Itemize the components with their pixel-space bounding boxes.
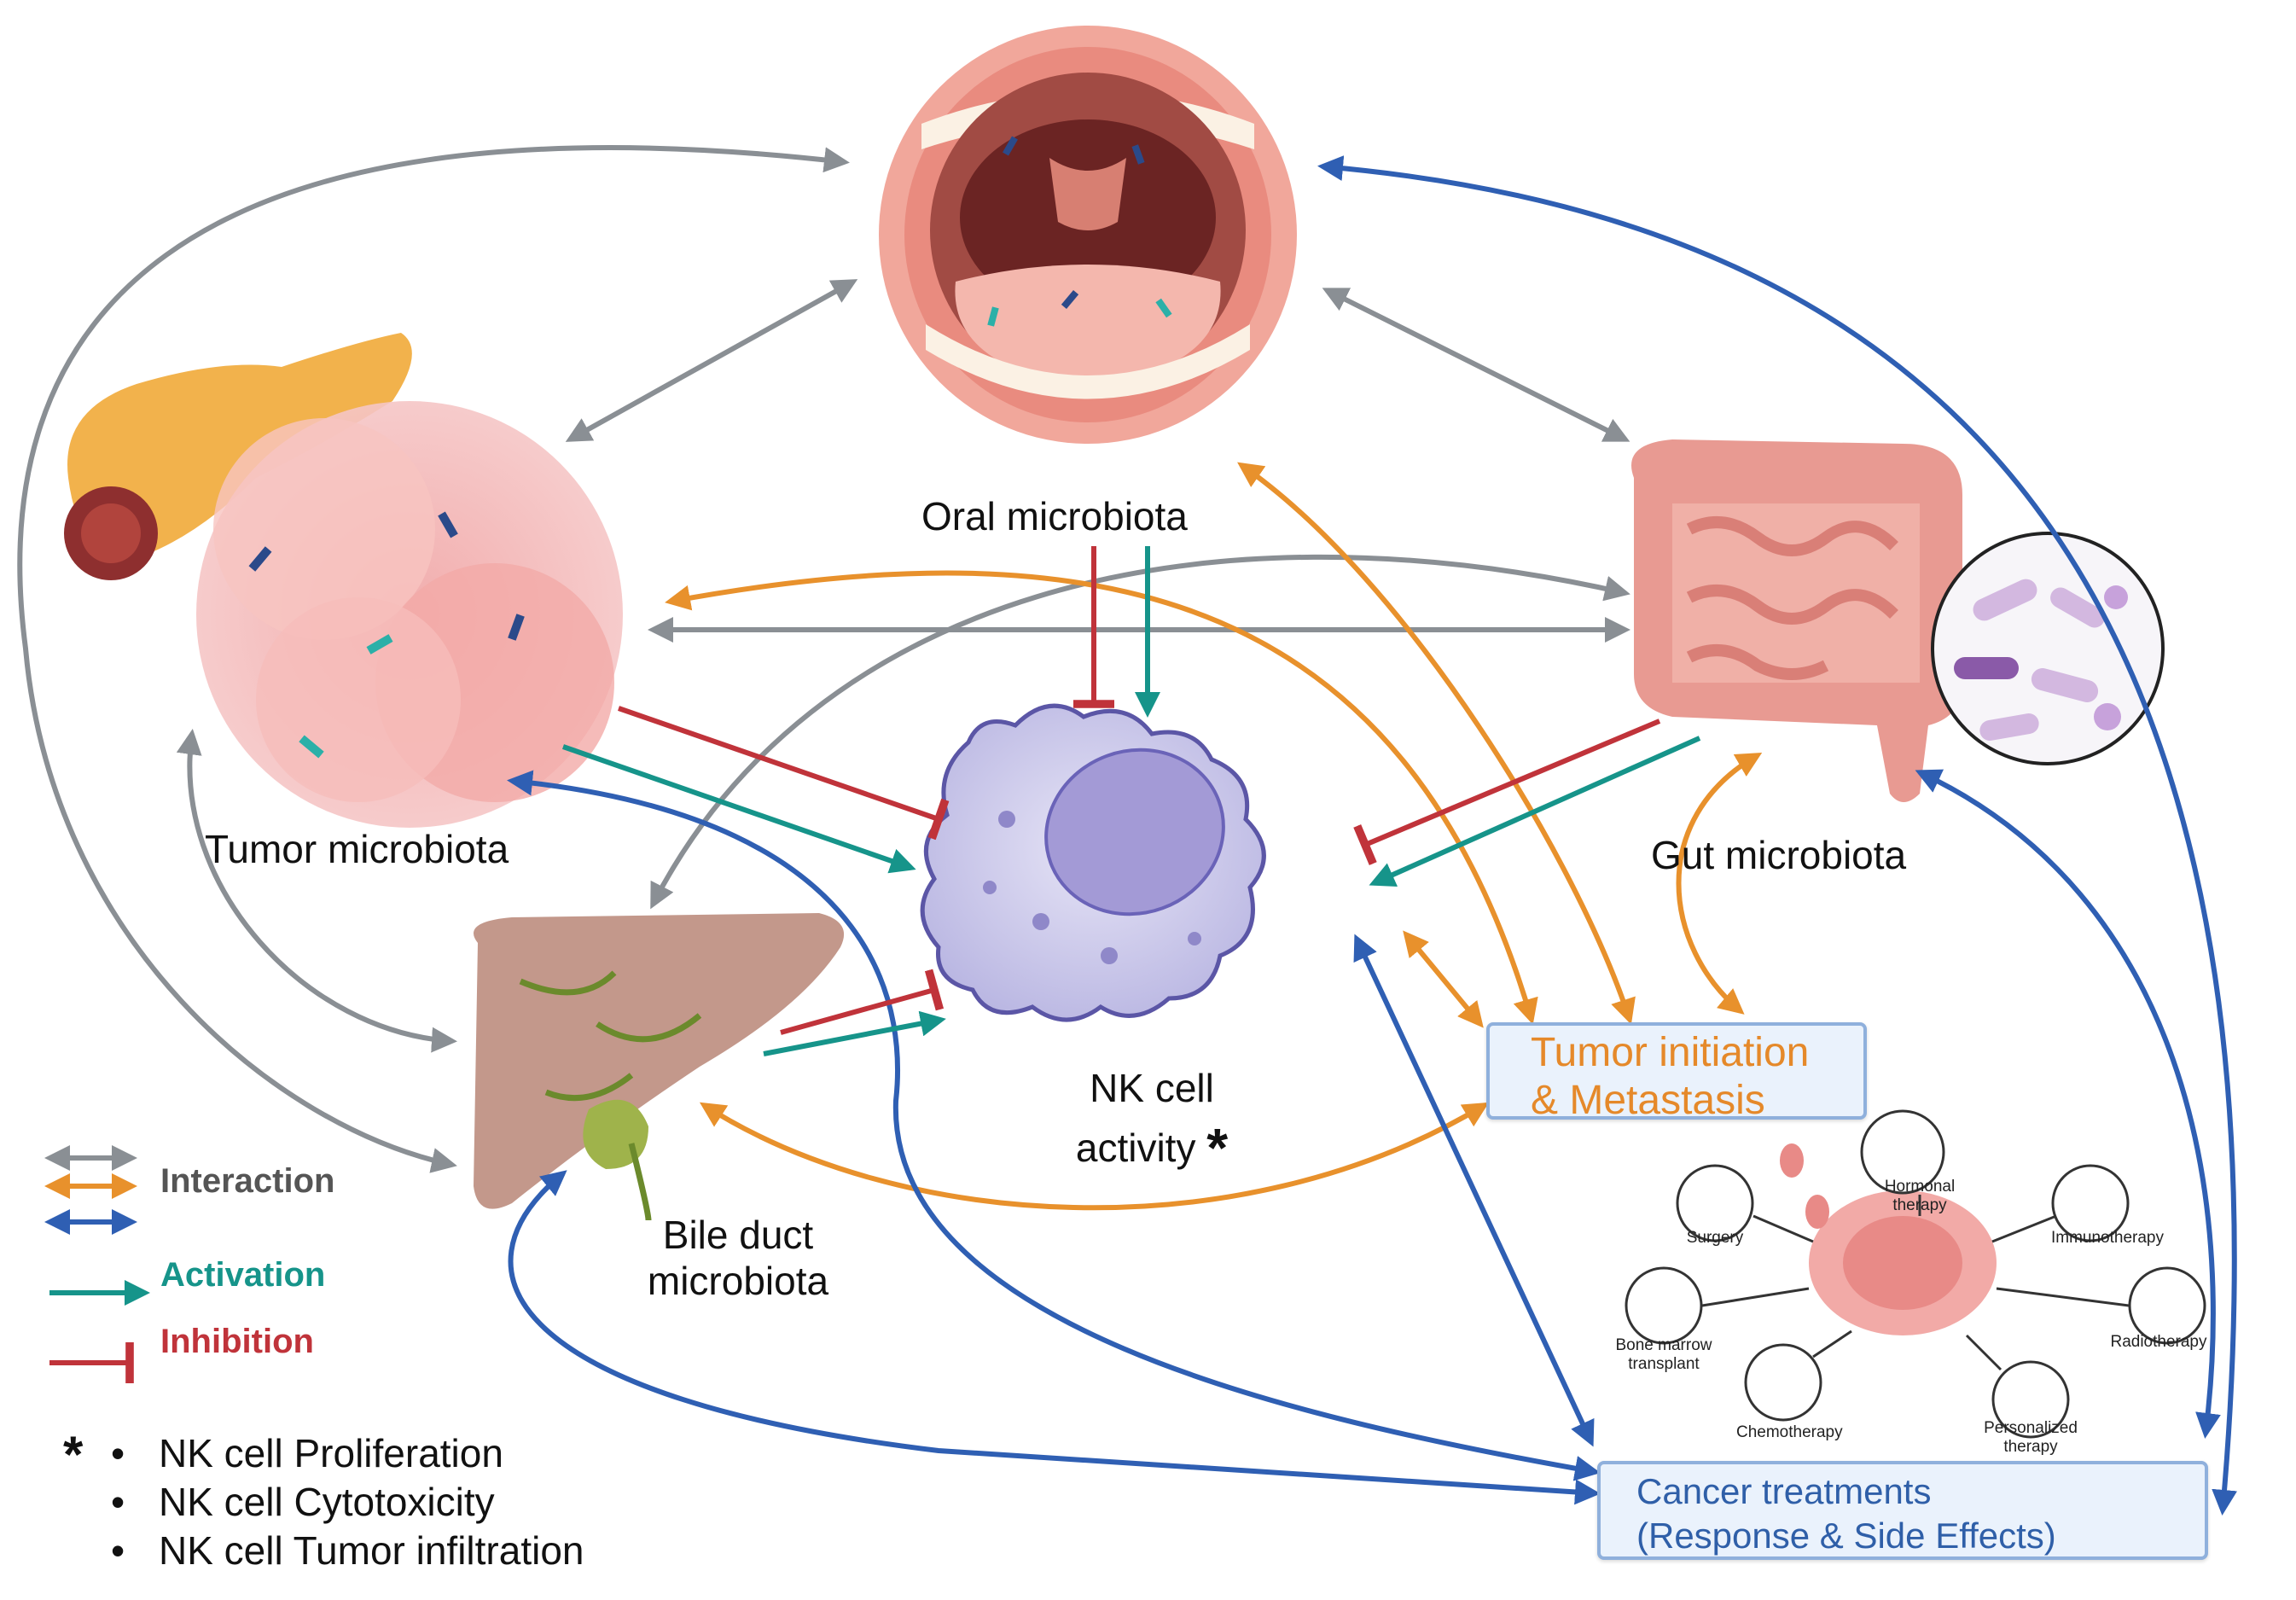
personalized-therapy-label: Personalized therapy xyxy=(1979,1419,2082,1457)
hormonal-line2: therapy xyxy=(1892,1196,1947,1214)
nk-cell-activity-label: NK cell activity * xyxy=(1024,1058,1280,1178)
tumor-init-line1: Tumor initiation xyxy=(1531,1030,1810,1075)
nk-label-line2-row: activity * xyxy=(1024,1118,1280,1178)
orange-arrow-oral-tumorinit xyxy=(1237,462,1636,1025)
bullet-text-2: NK cell Cytotoxicity xyxy=(159,1480,495,1524)
bone-marrow-transplant-label: Bone marrow transplant xyxy=(1608,1336,1719,1374)
hormonal-line1: Hormonal xyxy=(1884,1178,1956,1196)
bullet-dot-icon: • xyxy=(111,1431,125,1475)
bullet-text-3: NK cell Tumor infiltration xyxy=(159,1528,584,1573)
legend-inhibition-label: Inhibition xyxy=(160,1323,314,1360)
nk-label-line2: activity xyxy=(1075,1126,1196,1170)
blue-arrow-oral-cancer xyxy=(1317,155,2238,1516)
immunotherapy-label: Immunotherapy xyxy=(2050,1229,2164,1247)
cancer-treatments-box: Cancer treatments (Response & Side Effec… xyxy=(1597,1461,2208,1560)
personalized-line1: Personalized xyxy=(1984,1419,2078,1437)
activation-arrow-liver-nk xyxy=(763,1010,946,1056)
nk-cell-illustration xyxy=(920,703,1266,1022)
nk-star-mark: * xyxy=(1206,1117,1229,1178)
gray-arrow-oral-tumor xyxy=(565,279,858,442)
blue-arrow-nk-cancer xyxy=(1353,934,1595,1447)
cancer-treatment-illustration xyxy=(1625,1109,2206,1439)
inhibition-arrow-tumor-nk xyxy=(618,706,950,841)
oral-microbiota-label: Oral microbiota xyxy=(921,494,1188,538)
inhibition-arrow-liver-nk xyxy=(780,969,945,1035)
gut-microbiota-label: Gut microbiota xyxy=(1651,833,1907,877)
bone-line2: transplant xyxy=(1628,1355,1700,1373)
blue-arrow-gut-cancer xyxy=(1915,769,2221,1439)
bullet-proliferation: * • NK cell Proliferation xyxy=(63,1426,503,1483)
surgery-label: Surgery xyxy=(1686,1229,1744,1247)
tumor-microbiota-label: Tumor microbiota xyxy=(205,827,509,871)
chemotherapy-label: Chemotherapy xyxy=(1736,1423,1843,1441)
cancer-line2: (Response & Side Effects) xyxy=(1636,1516,2056,1556)
orange-arrow-nk-tumorinit xyxy=(1403,930,1484,1028)
gray-arrow-oral-gut xyxy=(1322,288,1630,442)
bile-duct-microbiota-label: Bile duct microbiota xyxy=(619,1212,857,1304)
mouth-illustration xyxy=(879,26,1297,444)
orange-arrow-gut-tumorinit xyxy=(1676,752,1763,1015)
legend-activation-label: Activation xyxy=(160,1256,326,1294)
inhibition-arrow-gut-nk xyxy=(1353,719,1661,865)
gray-arrow-oral-bile xyxy=(17,145,850,1173)
legend-interaction-label: Interaction xyxy=(160,1162,335,1200)
gut-microbes-circle xyxy=(1931,532,2165,765)
cancer-line1: Cancer treatments xyxy=(1636,1471,1932,1511)
personalized-line2: therapy xyxy=(2003,1438,2058,1456)
bile-label-line2: microbiota xyxy=(647,1259,829,1303)
activation-arrow-tumor-nk xyxy=(562,744,916,874)
bullet-tumor-infiltration: • NK cell Tumor infiltration xyxy=(67,1527,584,1574)
liver-illustration xyxy=(474,913,845,1221)
legend-arrows xyxy=(44,1145,150,1383)
arrow-layer xyxy=(17,145,2238,1516)
tumor-initiation-box: Tumor initiation & Metastasis xyxy=(1486,1022,1867,1123)
gray-arrow-tumor-liver xyxy=(176,729,457,1053)
bone-line1: Bone marrow xyxy=(1615,1336,1712,1354)
activation-arrow-gut-nk xyxy=(1369,736,1701,887)
pancreas-tumor-illustration xyxy=(64,333,623,828)
bullet-star: * xyxy=(63,1426,84,1483)
blue-arrow-liver-cancer xyxy=(508,1170,1601,1505)
nk-label-line1: NK cell xyxy=(1090,1066,1214,1110)
bile-label-line1: Bile duct xyxy=(662,1213,814,1257)
hormonal-therapy-label: Hormonal therapy xyxy=(1881,1178,1958,1215)
bullet-dot-icon: • xyxy=(111,1480,125,1524)
bullet-dot-icon: • xyxy=(111,1528,125,1573)
bullet-text-1: NK cell Proliferation xyxy=(159,1431,503,1475)
bullet-cytotoxicity: • NK cell Cytotoxicity xyxy=(67,1479,495,1525)
tumor-init-line2: & Metastasis xyxy=(1531,1078,1765,1123)
radiotherapy-label: Radiotherapy xyxy=(2110,1333,2207,1351)
